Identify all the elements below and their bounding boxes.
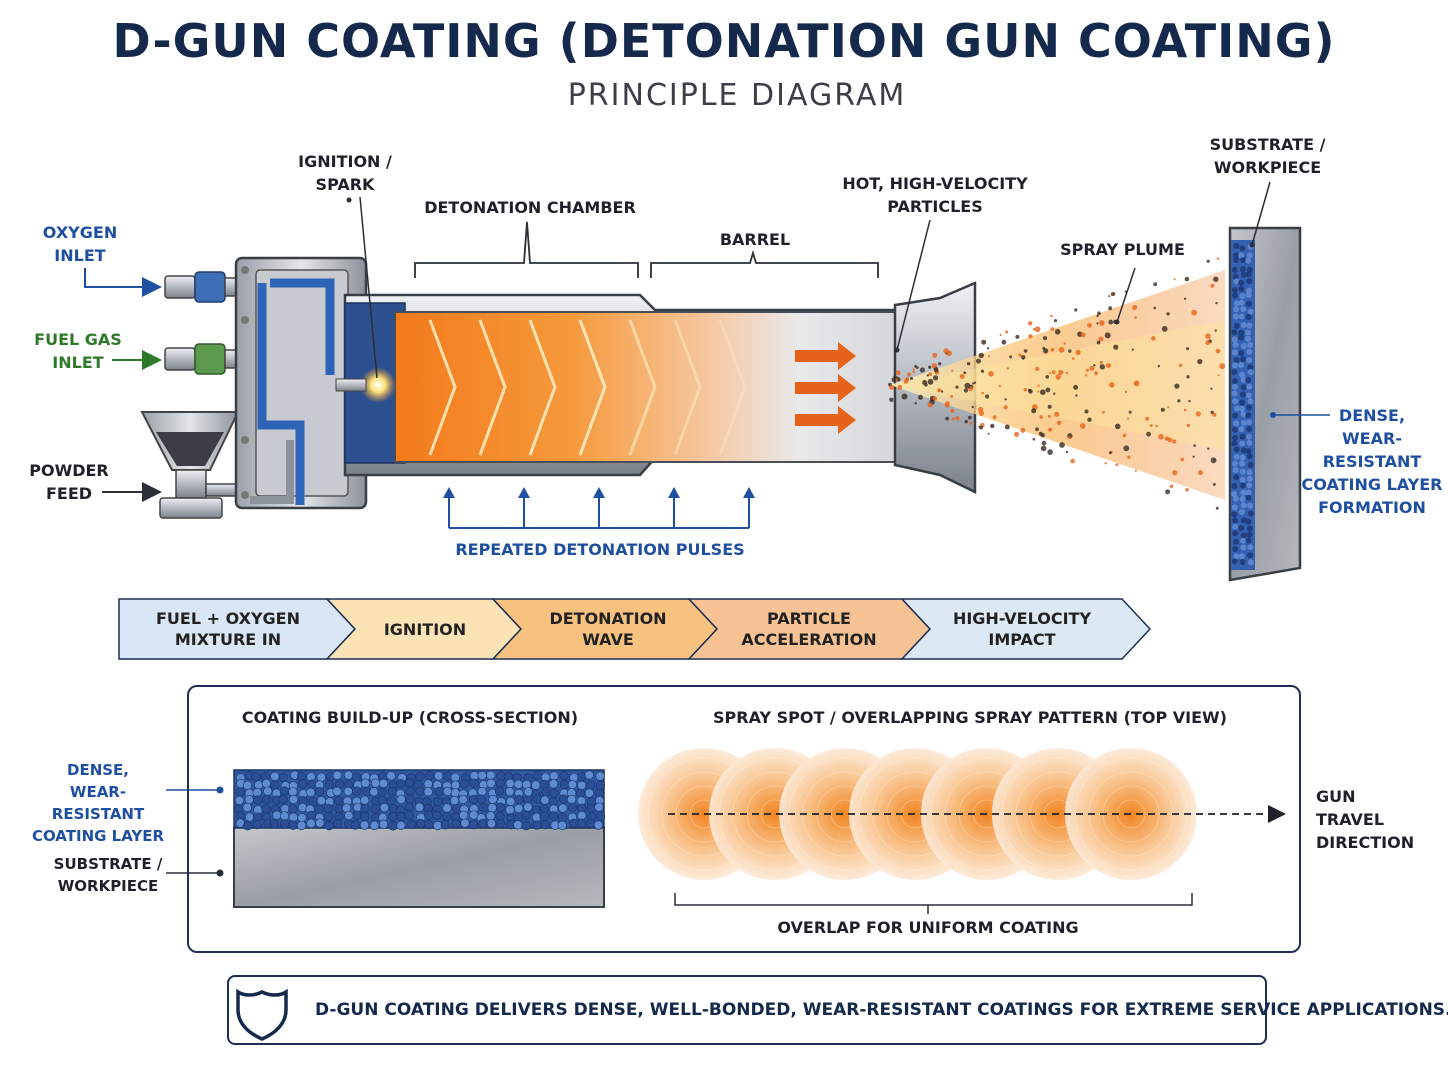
gun-body (234, 256, 368, 510)
page-title: D-GUN COATING (DETONATION GUN COATING) (112, 14, 1336, 68)
coating-panel (187, 685, 1301, 953)
cross-substrate-label: SUBSTRATE /WORKPIECE (53, 855, 163, 895)
footer-text: D-GUN COATING DELIVERS DENSE, WELL-BONDE… (315, 1000, 1448, 1020)
fuel-gas-fitting (164, 343, 244, 375)
cross-section-title: COATING BUILD-UP (CROSS-SECTION) (241, 708, 579, 727)
ignition-spark-label: IGNITION /SPARK (298, 152, 392, 194)
cross-section (233, 769, 606, 908)
substrate-workpiece (1228, 226, 1302, 582)
spray-plume (888, 257, 1226, 510)
step-ignition: IGNITION (383, 619, 467, 639)
substrate-label: SUBSTRATE /WORKPIECE (1209, 135, 1326, 177)
top-view-title: SPRAY SPOT / OVERLAPPING SPRAY PATTERN (… (713, 708, 1227, 727)
shield-icon (236, 988, 288, 1041)
oxygen-arrow (84, 268, 162, 297)
process-flow (118, 598, 1152, 660)
repeated-pulses-label: REPEATED DETONATION PULSES (455, 540, 745, 559)
chamber-housing (343, 293, 902, 477)
detonation-chamber-label: DETONATION CHAMBER (424, 198, 636, 217)
page-subtitle: PRINCIPLE DIAGRAM (567, 78, 907, 113)
oxygen-fitting (164, 271, 244, 303)
velocity-arrows (795, 342, 856, 434)
spark (360, 367, 396, 403)
pulse-arrows (448, 495, 750, 529)
footer-banner (227, 975, 1267, 1045)
overlap-label: OVERLAP FOR UNIFORM COATING (777, 918, 1079, 937)
spray-plume-label: SPRAY PLUME (1060, 240, 1185, 259)
barrel-label: BARREL (719, 230, 791, 249)
